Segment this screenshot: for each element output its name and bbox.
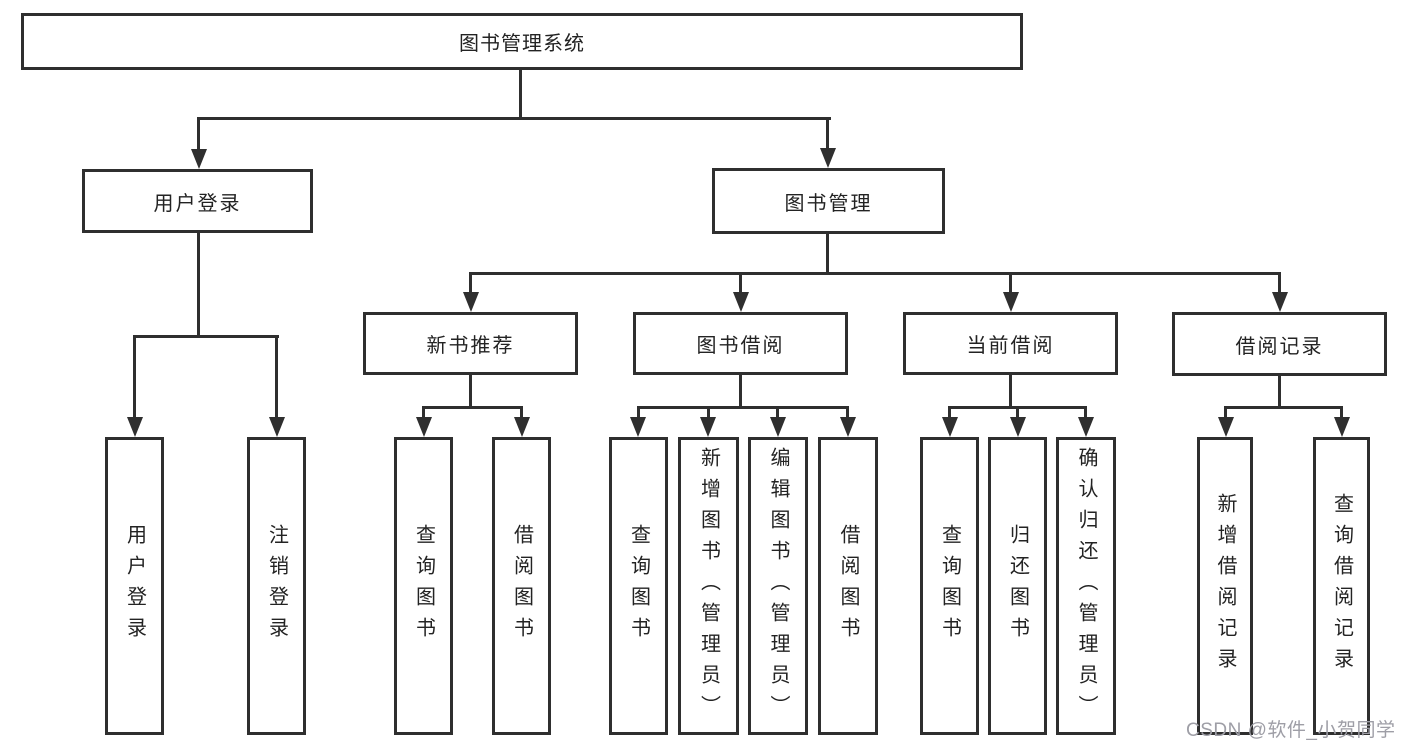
connector-to-leaf	[1084, 406, 1087, 419]
node-book-borrowing-label: 图书借阅	[696, 335, 785, 357]
connector-to-leaf	[948, 406, 951, 419]
leaf-add-book-admin: 新增图书（管理员）	[678, 437, 739, 735]
node-book-management-label: 图书管理	[784, 192, 873, 215]
connector-manage-stem	[826, 234, 829, 274]
node-book-management: 图书管理	[712, 168, 945, 234]
leaf-confirm-return-admin: 确认归还（管理员）	[1056, 437, 1116, 735]
connector-root-stem	[519, 70, 522, 118]
arrowhead-icon	[514, 417, 530, 437]
arrowhead-icon	[1010, 417, 1026, 437]
connector-to-leaf	[1224, 406, 1227, 419]
connector-level2-bus	[197, 117, 831, 120]
leaf-return-books: 归还图书	[988, 437, 1047, 735]
connector-records-bus	[1224, 406, 1343, 409]
leaf-query-books-newbook: 查询图书	[394, 437, 453, 735]
connector-borrow-bus	[637, 406, 849, 409]
arrowhead-icon	[1218, 417, 1234, 437]
connector-to-leaf	[776, 406, 779, 419]
arrowhead-icon	[1272, 292, 1288, 312]
leaf-query-books-newbook-label: 查询图书	[412, 524, 435, 648]
leaf-return-books-label: 归还图书	[1006, 524, 1029, 648]
node-new-book-recommend: 新书推荐	[363, 312, 578, 375]
connector-to-manage	[826, 117, 829, 150]
leaf-borrow-books-newbook: 借阅图书	[492, 437, 551, 735]
arrowhead-icon	[127, 417, 143, 437]
arrowhead-icon	[1334, 417, 1350, 437]
connector-newbook-bus	[422, 406, 523, 409]
arrowhead-icon	[733, 292, 749, 312]
leaf-query-books-borrow: 查询图书	[609, 437, 668, 735]
arrowhead-icon	[770, 417, 786, 437]
connector-current-stem	[1009, 375, 1012, 408]
leaf-query-books-borrow-label: 查询图书	[627, 524, 650, 648]
csdn-watermark: CSDN @软件_小贺同学	[1186, 720, 1396, 741]
arrowhead-icon	[191, 149, 207, 169]
leaf-borrow-books-borrow-label: 借阅图书	[837, 524, 859, 648]
connector-to-leaf	[133, 335, 136, 419]
connector-to-login	[197, 117, 200, 150]
connector-to-leaf	[707, 406, 710, 419]
node-borrowing-records: 借阅记录	[1172, 312, 1387, 376]
arrowhead-icon	[1078, 417, 1094, 437]
leaf-add-book-admin-label: 新增图书（管理员）	[697, 446, 720, 726]
leaf-logout: 注销登录	[247, 437, 306, 735]
leaf-user-login: 用户登录	[105, 437, 164, 735]
connector-to-current	[1009, 272, 1012, 294]
arrowhead-icon	[820, 148, 836, 168]
connector-to-leaf	[846, 406, 849, 419]
leaf-query-books-current: 查询图书	[920, 437, 979, 735]
connector-login-bus	[133, 335, 279, 338]
leaf-logout-label: 注销登录	[265, 524, 288, 648]
connector-login-stem	[197, 233, 200, 337]
leaf-borrow-books-borrow: 借阅图书	[818, 437, 878, 735]
node-current-borrowing: 当前借阅	[903, 312, 1118, 375]
arrowhead-icon	[630, 417, 646, 437]
connector-to-leaf	[520, 406, 523, 419]
leaf-add-borrow-record-label: 新增借阅记录	[1214, 493, 1236, 679]
leaf-borrow-books-newbook-label: 借阅图书	[510, 524, 533, 648]
arrowhead-icon	[840, 417, 856, 437]
connector-to-leaf	[1016, 406, 1019, 419]
leaf-edit-book-admin-label: 编辑图书（管理员）	[767, 446, 789, 726]
node-borrowing-records-label: 借阅记录	[1235, 335, 1324, 358]
leaf-query-borrow-record: 查询借阅记录	[1313, 437, 1370, 735]
leaf-user-login-label: 用户登录	[123, 524, 146, 648]
connector-borrow-stem	[739, 375, 742, 408]
connector-records-stem	[1278, 376, 1281, 408]
connector-newbook-stem	[469, 375, 472, 408]
node-new-book-recommend-label: 新书推荐	[426, 335, 515, 357]
node-library-system: 图书管理系统	[21, 13, 1023, 70]
arrowhead-icon	[416, 417, 432, 437]
leaf-add-borrow-record: 新增借阅记录	[1197, 437, 1253, 735]
node-user-login: 用户登录	[82, 169, 313, 233]
arrowhead-icon	[463, 292, 479, 312]
arrowhead-icon	[269, 417, 285, 437]
leaf-query-books-current-label: 查询图书	[938, 524, 961, 648]
leaf-confirm-return-admin-label: 确认归还（管理员）	[1075, 446, 1097, 726]
leaf-query-borrow-record-label: 查询借阅记录	[1330, 493, 1353, 679]
node-current-borrowing-label: 当前借阅	[966, 335, 1055, 357]
node-book-borrowing: 图书借阅	[633, 312, 848, 375]
connector-to-newbook	[469, 272, 472, 294]
node-library-system-label: 图书管理系统	[459, 33, 585, 55]
connector-to-leaf	[422, 406, 425, 419]
arrowhead-icon	[1003, 292, 1019, 312]
node-user-login-label: 用户登录	[153, 192, 242, 215]
leaf-edit-book-admin: 编辑图书（管理员）	[748, 437, 808, 735]
connector-to-leaf	[275, 335, 278, 419]
connector-level3-bus	[469, 272, 1281, 275]
connector-to-leaf	[637, 406, 640, 419]
arrowhead-icon	[700, 417, 716, 437]
connector-to-records	[1278, 272, 1281, 294]
arrowhead-icon	[942, 417, 958, 437]
connector-to-borrow	[739, 272, 742, 294]
connector-to-leaf	[1340, 406, 1343, 419]
